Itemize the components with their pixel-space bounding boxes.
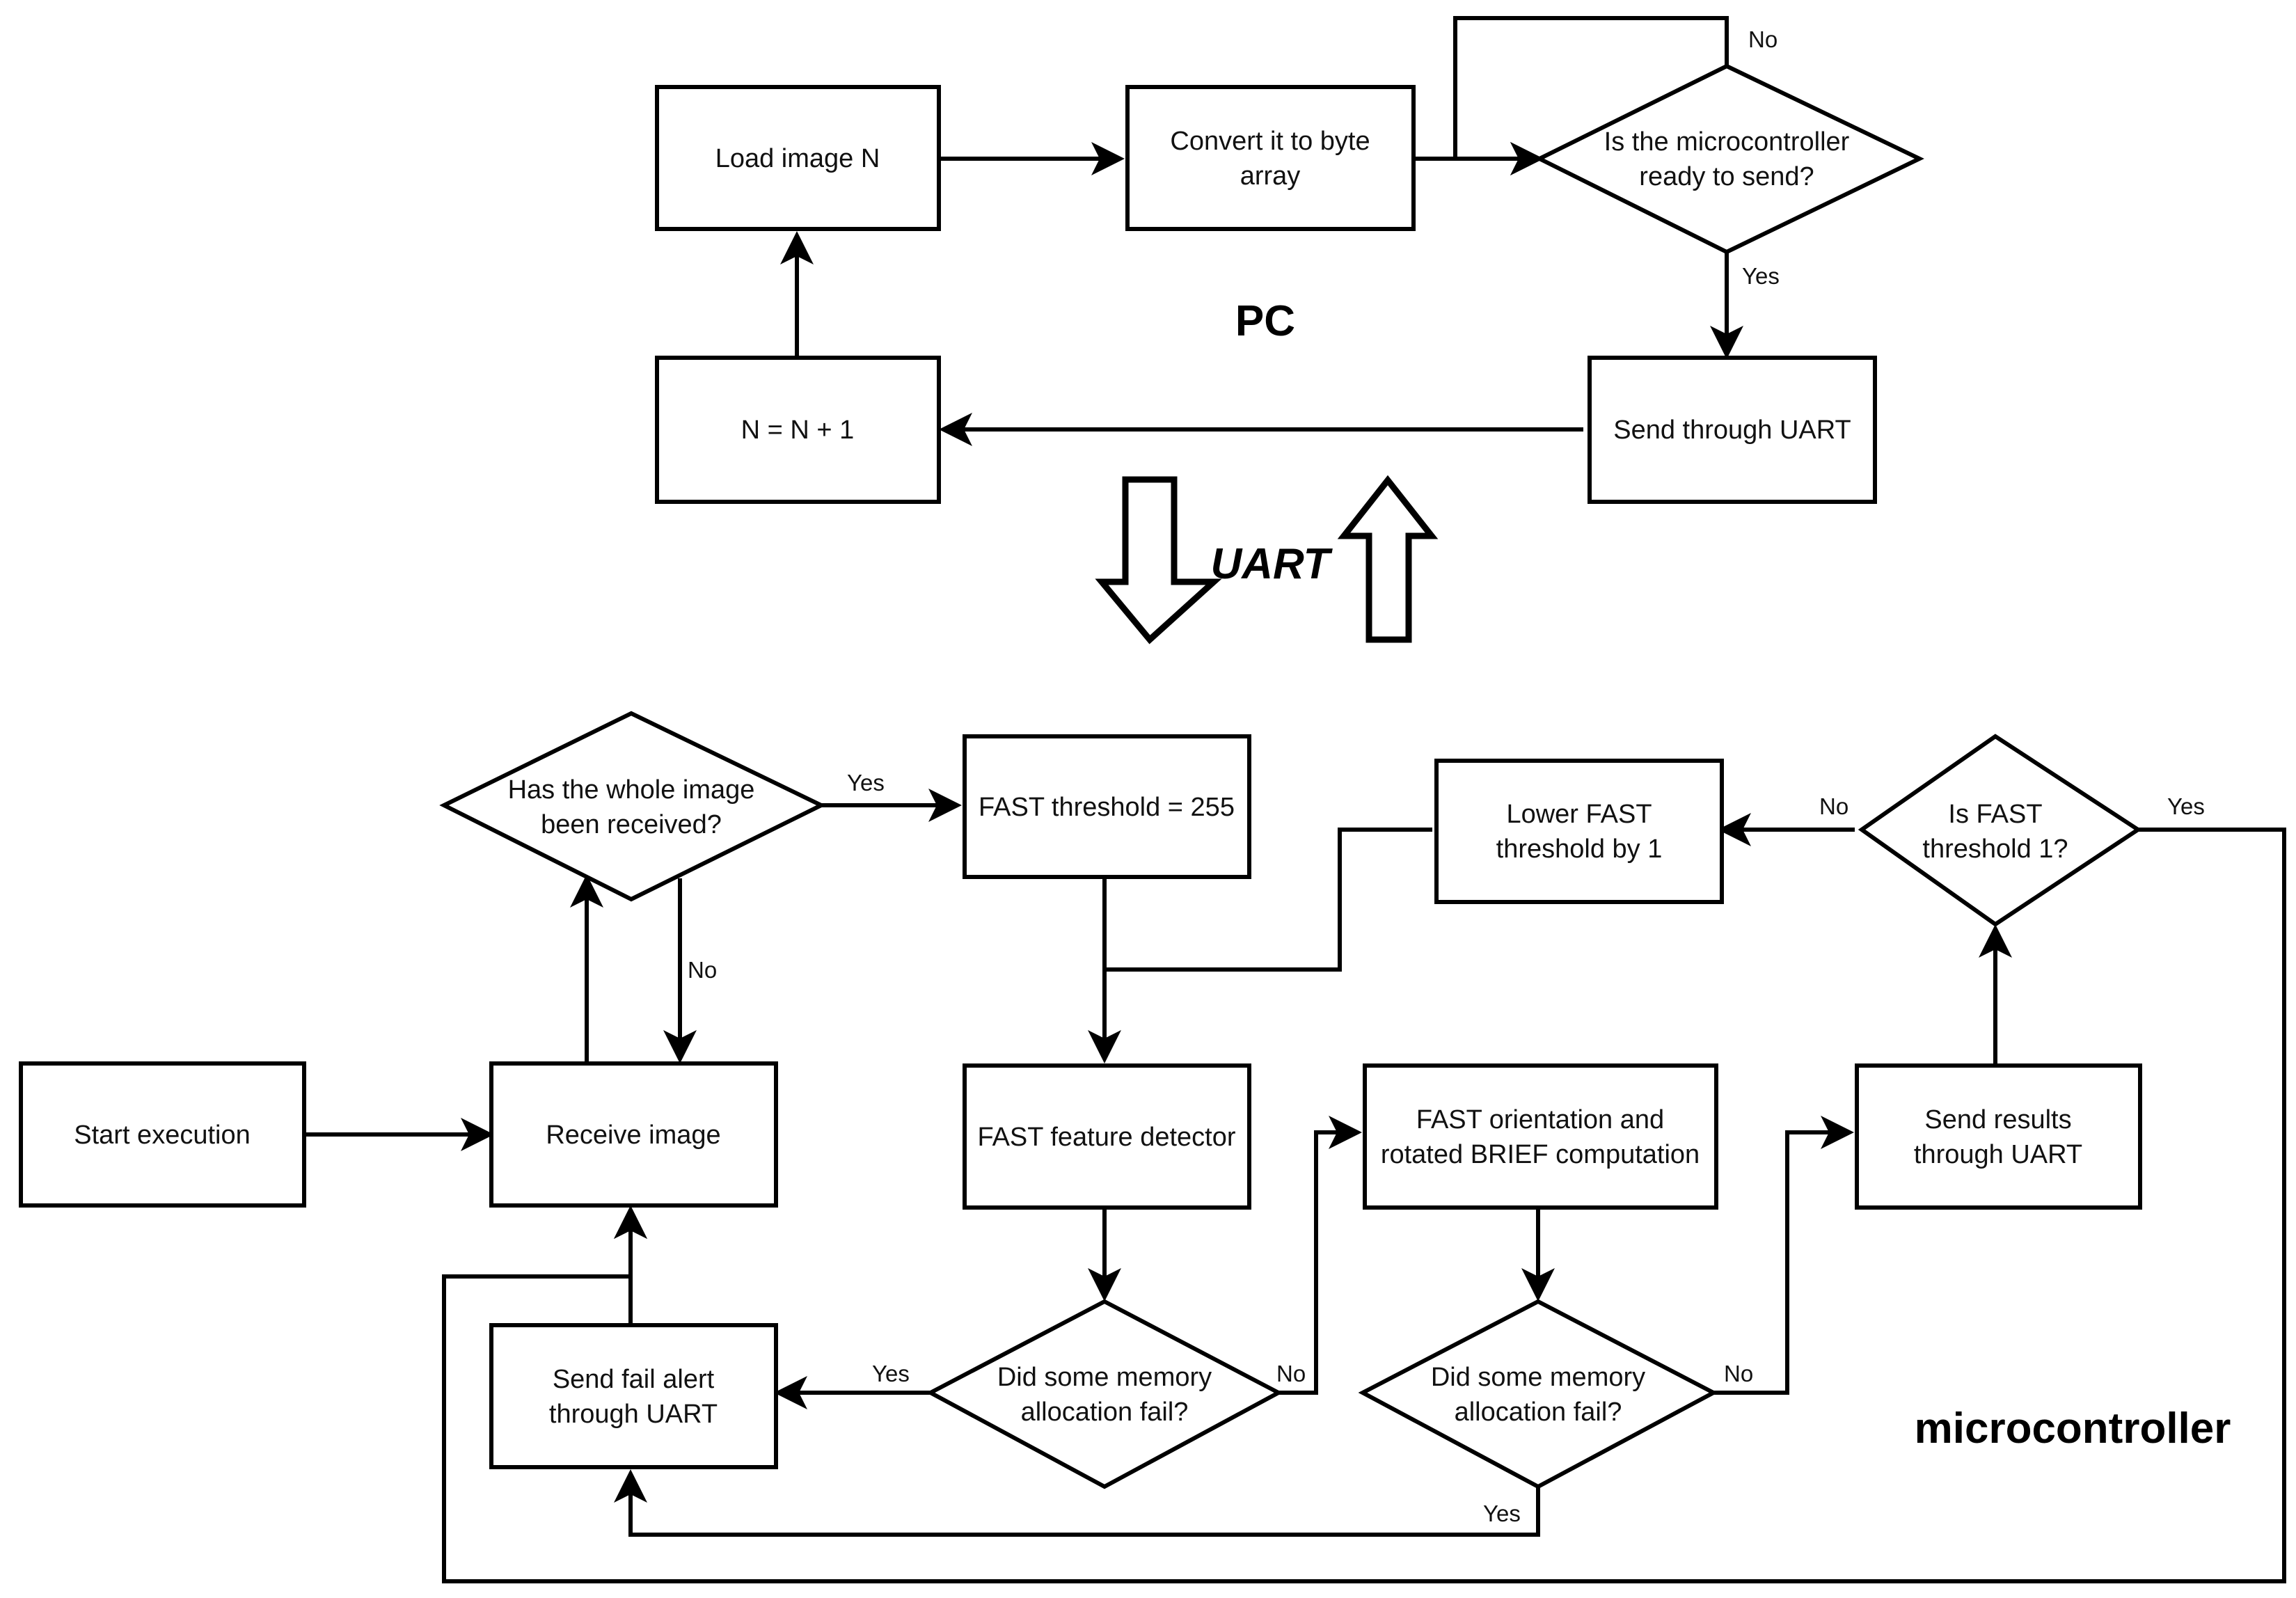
arrow-lower-to-detector [1105,828,1432,972]
edge-label-whole-yes: Yes [847,770,885,796]
uart-down-arrow-icon [1095,476,1222,644]
node-send-through-uart [1588,356,1877,504]
node-whole-image-decision-label-line: been received? [541,810,722,839]
node-send-fail-alert-label-line: through UART [549,1400,718,1429]
node-increment-n [655,356,941,504]
node-convert-byte-array-label-line: array [1240,161,1301,191]
node-receive-image-label-line: Receive image [546,1121,720,1150]
node-memory-fail-decision-1-label-line: allocation fail? [1021,1398,1189,1427]
node-start-execution-label-line: Start execution [74,1121,250,1150]
arrow-ready-no-loop [1453,16,1729,175]
node-orientation-brief [1363,1063,1718,1210]
node-ready-to-send-decision [1535,63,1924,255]
node-receive-image [489,1061,778,1208]
node-ready-to-send-decision-label-line: Is the microcontroller [1604,127,1850,157]
node-lower-fast-threshold [1434,759,1724,904]
edge-label-whole-no: No [688,957,717,983]
microcontroller-section-label: microcontroller [1915,1405,2231,1453]
edge-labels: No Yes Yes No No Yes Yes No No Yes [688,26,2205,1526]
edge-label-mem1-no: No [1276,1361,1306,1386]
node-fast-threshold-255 [963,734,1251,879]
edge-label-ready-no: No [1748,26,1778,52]
node-memory-fail-decision-1-label-line: Did some memory [997,1363,1212,1392]
uart-up-arrow-icon [1337,475,1439,643]
node-memory-fail-decision-2 [1358,1299,1718,1489]
node-orientation-brief-label-line: rotated BRIEF computation [1381,1140,1700,1169]
node-whole-image-decision-label-line: Has the whole image [508,775,755,805]
node-send-fail-alert [489,1323,778,1469]
node-is-fast-threshold-1-decision-label-line: threshold 1? [1922,834,2068,864]
node-is-fast-threshold-1-decision [1858,734,2142,927]
node-lower-fast-threshold-label-line: threshold by 1 [1496,834,1663,864]
node-fast-feature-detector [963,1063,1251,1210]
node-fast-feature-detector-label-line: FAST feature detector [977,1123,1235,1152]
node-memory-fail-decision-2-label-line: Did some memory [1431,1363,1645,1392]
edge-label-ready-yes: Yes [1742,263,1780,289]
node-lower-fast-threshold-label-line: Lower FAST [1506,800,1652,829]
node-send-results [1855,1063,2142,1210]
node-ready-to-send-decision-label-line: ready to send? [1639,162,1814,191]
node-memory-fail-decision-2-label-line: allocation fail? [1455,1398,1622,1427]
pc-section-label: PC [1235,297,1295,345]
arrow-mem2-yes-to-fail [614,1469,1540,1537]
node-fast-threshold-255-label-line: FAST threshold = 255 [979,793,1235,822]
uart-label: UART [1210,540,1333,588]
node-memory-fail-decision-1 [926,1299,1283,1489]
node-is-fast-threshold-1-decision-label-line: Is FAST [1948,800,2042,829]
node-convert-byte-array [1125,85,1416,231]
edge-label-mem2-no: No [1724,1361,1753,1386]
node-orientation-brief-label-line: FAST orientation and [1416,1105,1664,1134]
node-load-image-label-line: Load image N [715,144,880,173]
node-labels: Load image N Convert it to byte array Is th… [74,127,2082,1429]
arrow-is-fast1-yes-to-receive [442,828,2286,1583]
edge-label-is-fast1-yes: Yes [2167,793,2205,819]
node-increment-n-label-line: N = N + 1 [741,416,855,445]
connectors [304,16,2286,1583]
node-send-through-uart-label-line: Send through UART [1613,416,1851,445]
edge-label-mem2-yes: Yes [1483,1501,1521,1526]
arrow-mem1-no-to-orient [1278,1116,1362,1395]
edge-label-mem1-yes: Yes [872,1361,910,1386]
node-send-results-label-line: Send results [1924,1105,2071,1134]
node-whole-image-decision [439,711,826,902]
node-send-results-label-line: through UART [1914,1140,2082,1169]
arrow-mem2-no-to-send-results [1713,1116,1854,1395]
node-load-image [655,85,941,231]
edge-label-is-fast1-no: No [1819,793,1848,819]
node-convert-byte-array-label-line: Convert it to byte [1170,127,1370,156]
node-start-execution [19,1061,306,1208]
node-send-fail-alert-label-line: Send fail alert [553,1365,715,1394]
